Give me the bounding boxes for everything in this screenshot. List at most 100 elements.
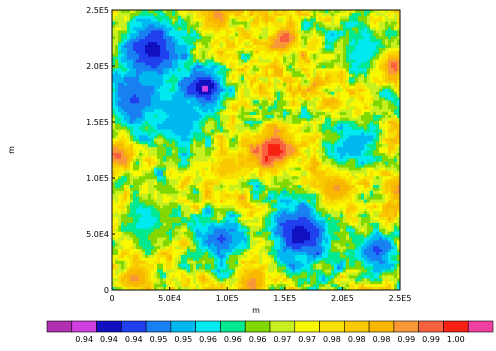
heatmap-cell	[355, 50, 359, 55]
heatmap-cell	[271, 100, 275, 104]
heatmap-cell	[130, 53, 134, 58]
heatmap-cell	[328, 82, 332, 87]
heatmap-cell	[181, 77, 185, 81]
heatmap-cell	[199, 47, 203, 52]
heatmap-cell	[157, 103, 161, 107]
heatmap-cell	[388, 68, 392, 72]
heatmap-cell	[355, 74, 359, 78]
heatmap-cell	[124, 85, 128, 90]
heatmap-cell	[304, 30, 308, 34]
heatmap-cell	[235, 94, 239, 98]
heatmap-cell	[355, 117, 359, 122]
heatmap-cell	[172, 18, 176, 23]
heatmap-cell	[376, 155, 380, 160]
heatmap-cell	[139, 53, 143, 58]
heatmap-cell	[367, 97, 371, 101]
heatmap-cell	[301, 147, 305, 151]
heatmap-cell	[238, 62, 242, 66]
heatmap-cell	[232, 126, 236, 130]
heatmap-cell	[172, 45, 176, 49]
heatmap-cell	[268, 80, 272, 84]
heatmap-cell	[346, 18, 350, 23]
heatmap-cell	[379, 33, 383, 37]
heatmap-cell	[253, 129, 257, 133]
heatmap-cell	[394, 144, 398, 148]
heatmap-cell	[235, 129, 239, 133]
heatmap-cell	[121, 68, 125, 72]
heatmap-cell	[391, 97, 395, 101]
heatmap-cell	[316, 36, 320, 40]
heatmap-cell	[127, 106, 131, 110]
heatmap-cell	[385, 132, 389, 136]
heatmap-cell	[226, 100, 230, 104]
heatmap-cell	[190, 12, 194, 17]
heatmap-cell	[256, 147, 260, 151]
heatmap-cell	[175, 56, 179, 60]
heatmap-cell	[322, 47, 326, 52]
heatmap-cell	[115, 42, 119, 46]
heatmap-cell	[124, 138, 128, 142]
heatmap-cell	[358, 115, 362, 119]
heatmap-cell	[358, 74, 362, 78]
heatmap-cell	[361, 91, 365, 95]
heatmap-cell	[376, 138, 380, 142]
heatmap-cell	[310, 82, 314, 87]
heatmap-cell	[301, 106, 305, 110]
heatmap-cell	[391, 138, 395, 142]
heatmap-cell	[289, 158, 293, 163]
heatmap-cell	[277, 47, 281, 52]
heatmap-cell	[268, 24, 272, 28]
heatmap-cell	[199, 18, 203, 23]
heatmap-cell	[367, 158, 371, 163]
heatmap-cell	[139, 45, 143, 49]
heatmap-cell	[346, 45, 350, 49]
heatmap-cell	[118, 141, 122, 145]
heatmap-cell	[367, 112, 371, 116]
heatmap-cell	[271, 21, 275, 25]
heatmap-cell	[214, 135, 218, 139]
heatmap-cell	[160, 97, 164, 101]
heatmap-cell	[118, 120, 122, 125]
heatmap-cell	[130, 65, 134, 69]
heatmap-cell	[334, 120, 338, 125]
heatmap-cell	[154, 97, 158, 101]
heatmap-cell	[163, 42, 167, 46]
heatmap-cell	[289, 68, 293, 72]
heatmap-cell	[268, 12, 272, 17]
heatmap-cell	[124, 141, 128, 145]
heatmap-cell	[208, 129, 212, 133]
heatmap-cell	[385, 91, 389, 95]
heatmap-cell	[178, 15, 182, 20]
heatmap-cell	[196, 141, 200, 145]
heatmap-cell	[328, 15, 332, 20]
heatmap-cell	[259, 88, 263, 93]
heatmap-cell	[265, 53, 269, 58]
heatmap-cell	[271, 112, 275, 116]
heatmap-cell	[223, 65, 227, 69]
heatmap-cell	[394, 106, 398, 110]
heatmap-cell	[388, 12, 392, 17]
heatmap-cell	[139, 15, 143, 20]
heatmap-cell	[256, 77, 260, 81]
heatmap-cell	[337, 42, 341, 46]
heatmap-cell	[172, 97, 176, 101]
heatmap-cell	[118, 126, 122, 130]
heatmap-cell	[199, 21, 203, 25]
heatmap-cell	[217, 74, 221, 78]
heatmap-cell	[331, 150, 335, 154]
heatmap-cell	[313, 112, 317, 116]
heatmap-cell	[127, 97, 131, 101]
heatmap-cell	[154, 36, 158, 40]
heatmap-cell	[196, 77, 200, 81]
heatmap-cell	[355, 97, 359, 101]
heatmap-cell	[361, 65, 365, 69]
heatmap-cell	[379, 103, 383, 107]
heatmap-cell	[367, 18, 371, 23]
heatmap-cell	[373, 109, 377, 113]
heatmap-cell	[229, 53, 233, 58]
heatmap-cell	[343, 15, 347, 20]
heatmap-cell	[355, 88, 359, 93]
heatmap-cell	[361, 112, 365, 116]
heatmap-cell	[331, 135, 335, 139]
heatmap-cell	[205, 97, 209, 101]
